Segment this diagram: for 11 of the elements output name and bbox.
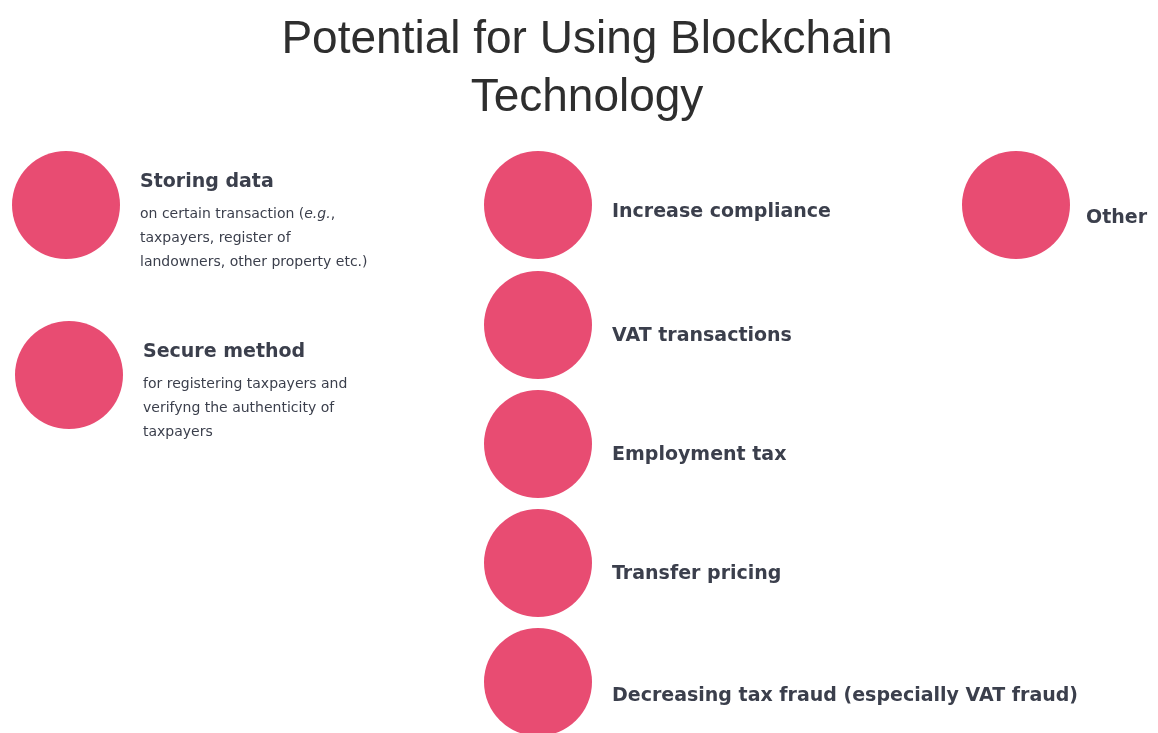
item-heading: Secure method bbox=[143, 339, 306, 361]
item-heading: Decreasing tax fraud (especially VAT fraud) bbox=[612, 683, 1078, 705]
item-heading: Employment tax bbox=[612, 442, 787, 464]
item-heading: Increase compliance bbox=[612, 199, 831, 221]
title: Potential for Using Blockchain Technology bbox=[280, 10, 894, 123]
item-heading: Other bbox=[1086, 205, 1148, 227]
item-heading: VAT transactions bbox=[612, 323, 792, 345]
item-description: on certain transaction (e.g., taxpayers, register of landowners, other property etc.) bbox=[140, 204, 369, 271]
item-heading: Transfer pricing bbox=[612, 561, 782, 583]
item-description: for registering taxpayers and verifyng the authenticity of taxpayers bbox=[143, 374, 349, 441]
item-heading: Storing data bbox=[140, 169, 274, 191]
